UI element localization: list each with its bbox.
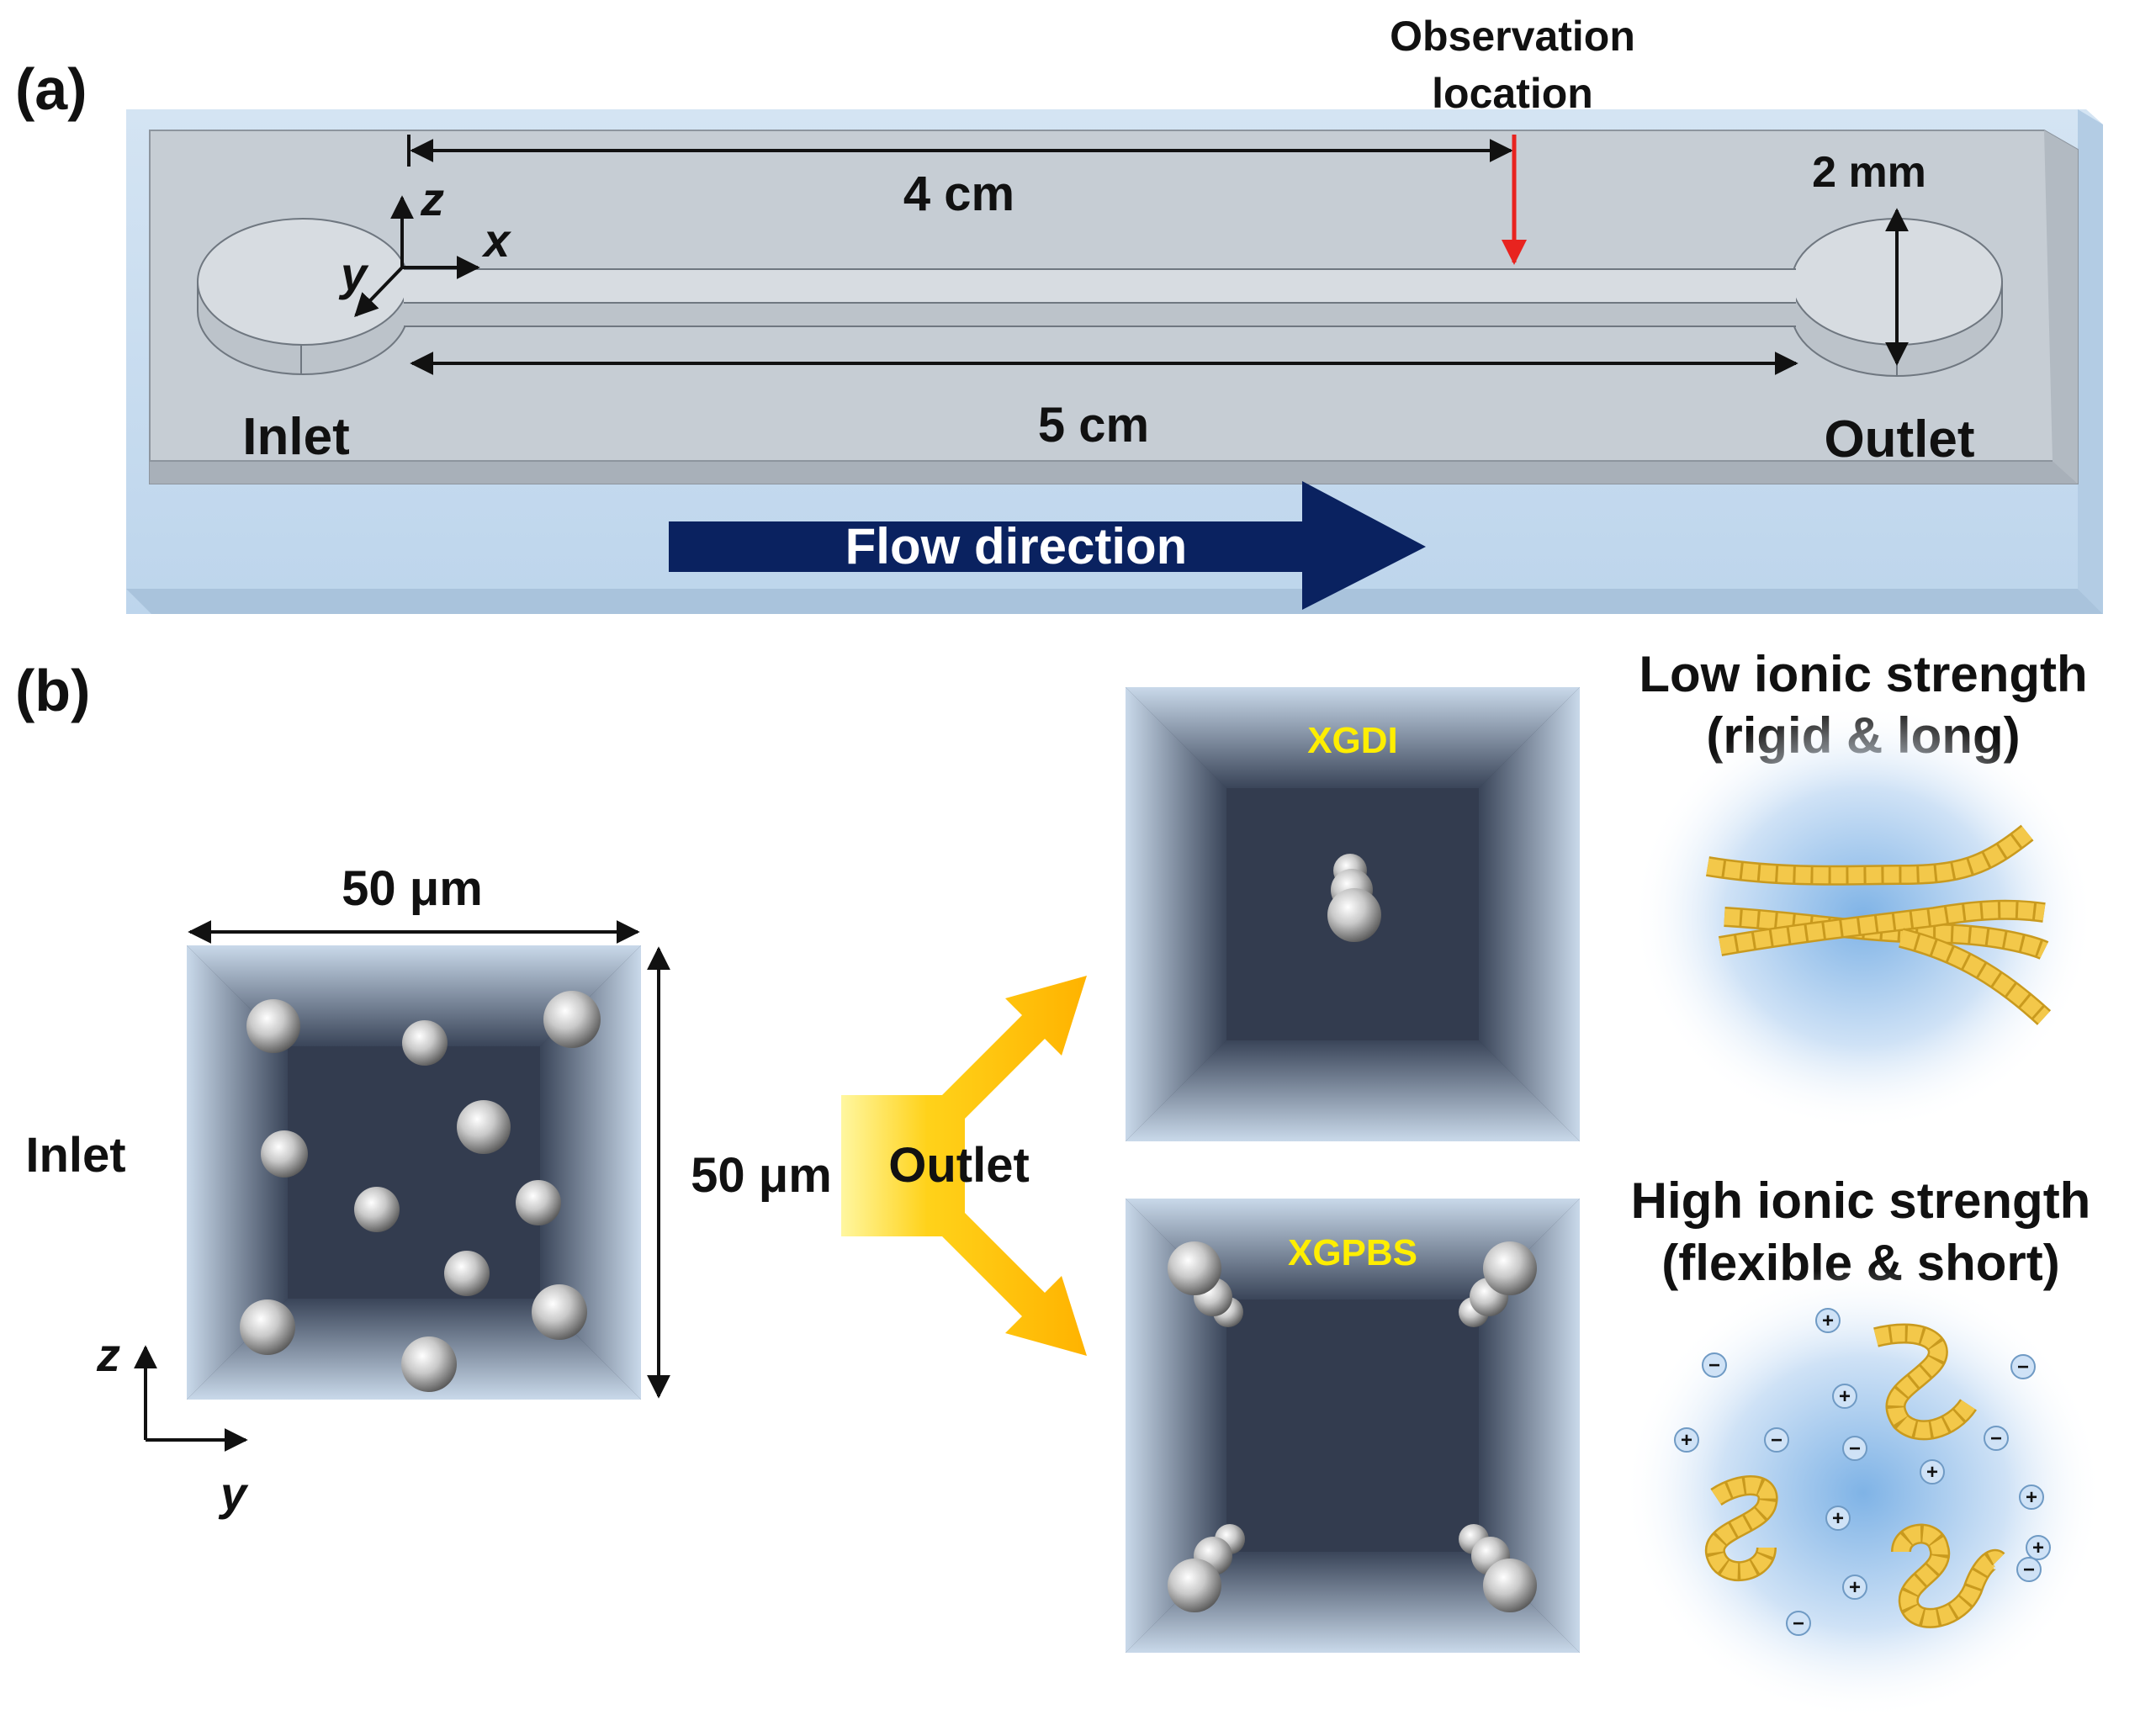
anion-marker [1786, 1611, 1811, 1636]
outlet-label-a: Outlet [1824, 410, 1974, 468]
low-ionic-strength-panel: Low ionic strength (rigid & long) [1632, 646, 2095, 1131]
cation-marker [1815, 1308, 1841, 1333]
ions: +−−++−−−++++−+− [1674, 1308, 2051, 1636]
particle [532, 1284, 587, 1340]
inlet-label-a: Inlet [242, 408, 349, 466]
dimension-width-50um: 50 μm [188, 861, 640, 944]
particle [543, 991, 601, 1048]
dimension-2mm: 2 mm [1812, 148, 1926, 366]
observation-label-line2: location [1432, 70, 1593, 117]
high-ionic-glow [1624, 1266, 2103, 1720]
anion-marker [1702, 1352, 1727, 1378]
particle [1483, 1559, 1537, 1612]
inlet-cross-section [187, 945, 641, 1400]
anion-marker [1984, 1426, 2009, 1451]
dimension-height-50um: 50 μm [647, 946, 832, 1399]
particle [401, 1336, 457, 1392]
cation-sign: + [2026, 1486, 2037, 1509]
dimension-4cm: 4 cm [407, 135, 1516, 221]
particles-xgpbs [1168, 1241, 1537, 1612]
particle [354, 1187, 400, 1232]
flow-direction-arrow: Flow direction [669, 481, 1426, 610]
axis-x-label: x [481, 214, 512, 267]
xgpbs-label: XGPBS [1288, 1232, 1417, 1273]
outlet-arrow-label: Outlet [888, 1138, 1030, 1193]
observation-label-line1: Observation [1390, 13, 1635, 60]
inlet-label-b: Inlet [25, 1128, 125, 1183]
width-50um-label: 50 μm [342, 861, 483, 916]
high-ionic-strength-panel: High ionic strength (flexible & short) +… [1624, 1172, 2103, 1720]
cation-sign: + [1926, 1461, 1938, 1484]
particle [240, 1299, 295, 1355]
observation-marker: Observation location [1390, 13, 1635, 265]
cation-marker [1832, 1384, 1857, 1409]
xgpbs-cross-section: XGPBS [1126, 1199, 1580, 1653]
particle [402, 1020, 448, 1066]
anion-sign: − [1793, 1612, 1804, 1635]
length-4cm-label: 4 cm [903, 167, 1014, 221]
axis-y-label: y [338, 247, 369, 300]
cation-marker [2026, 1535, 2051, 1560]
particles-xgdi [1327, 854, 1381, 942]
cation-sign: + [1822, 1310, 1834, 1332]
anion-sign: − [2023, 1559, 2035, 1581]
anion-sign: − [2017, 1356, 2029, 1379]
particle [516, 1180, 561, 1225]
anion-sign: − [1849, 1437, 1861, 1460]
anion-marker [1842, 1436, 1867, 1461]
particle [1327, 888, 1381, 942]
low-ionic-title: Low ionic strength [1639, 646, 2087, 702]
outlet-split-arrow: Outlet [841, 976, 1087, 1356]
cation-sign: + [1832, 1507, 1844, 1530]
axis-z-label: z [420, 172, 444, 225]
axis-z-label-b: z [96, 1328, 120, 1381]
cation-marker [1842, 1575, 1867, 1600]
axes-a: z x y [338, 172, 512, 318]
width-2mm-label: 2 mm [1812, 148, 1926, 197]
anion-marker [2016, 1557, 2042, 1582]
anion-sign: − [1990, 1427, 2002, 1450]
cation-marker [1920, 1459, 1945, 1485]
anion-marker [1764, 1427, 1789, 1453]
cation-sign: + [1839, 1385, 1851, 1408]
flow-direction-label: Flow direction [845, 518, 1188, 574]
anion-sign: − [1771, 1429, 1782, 1452]
anion-marker [2010, 1354, 2036, 1379]
cation-sign: + [1681, 1429, 1692, 1452]
particle [1168, 1241, 1221, 1295]
axis-y-label-b: y [218, 1467, 249, 1520]
particle [1168, 1559, 1221, 1612]
particle [1483, 1241, 1537, 1295]
flexible-fibers [1705, 1323, 2005, 1628]
dimension-5cm: 5 cm [410, 352, 1798, 453]
cation-sign: + [1849, 1576, 1861, 1599]
particle [246, 999, 300, 1053]
xgdi-cross-section: XGDI [1126, 687, 1580, 1141]
particle [457, 1100, 511, 1154]
cation-marker [1674, 1427, 1699, 1453]
rigid-fibers [1706, 824, 2052, 1025]
xgdi-label: XGDI [1307, 720, 1398, 761]
length-5cm-label: 5 cm [1038, 398, 1149, 453]
cation-marker [1825, 1506, 1851, 1531]
panel-b-label: (b) [15, 658, 90, 723]
particle [261, 1130, 308, 1178]
panel-a-label: (a) [15, 56, 87, 122]
particles-inlet [240, 991, 601, 1392]
cation-marker [2019, 1485, 2044, 1510]
high-ionic-title: High ionic strength [1631, 1172, 2091, 1229]
height-50um-label: 50 μm [691, 1148, 832, 1203]
axes-b: z y [96, 1328, 249, 1520]
particle [444, 1251, 490, 1296]
anion-sign: − [1708, 1354, 1720, 1377]
cation-sign: + [2032, 1537, 2044, 1559]
